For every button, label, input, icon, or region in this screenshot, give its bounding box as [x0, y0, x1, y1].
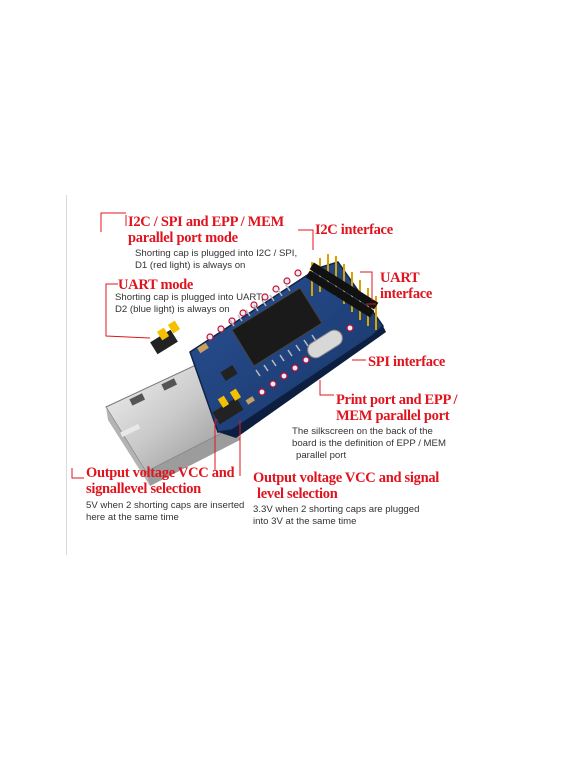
uart-mode-label: UART mode [118, 277, 194, 293]
print-port-note: The silkscreen on the back of the board … [292, 426, 446, 461]
print-port-label: Print port and EPP / MEM parallel port [336, 392, 458, 424]
uart-interface-label: UART interface [380, 270, 433, 302]
vcc-right-label: Output voltage VCC and signal level sele… [253, 470, 440, 502]
i2c-interface-label: I2C interface [315, 222, 393, 238]
vcc-left-label: Output voltage VCC and signallevel selec… [86, 465, 235, 497]
left-margin-line [66, 195, 67, 555]
i2c-spi-mode-note: Shorting cap is plugged into I2C / SPI, … [135, 248, 298, 271]
spi-interface-label: SPI interface [368, 354, 446, 370]
pcb-board [150, 254, 386, 438]
vcc-left-note: 5V when 2 shorting caps are inserted her… [86, 500, 245, 523]
callout-lines [71, 212, 376, 479]
uart-mode-note: Shorting cap is plugged into UART, D2 (b… [115, 292, 264, 315]
vcc-right-note: 3.3V when 2 shorting caps are plugged in… [253, 504, 420, 527]
i2c-spi-epp-mem-mode-label: I2C / SPI and EPP / MEM parallel port mo… [128, 214, 284, 246]
